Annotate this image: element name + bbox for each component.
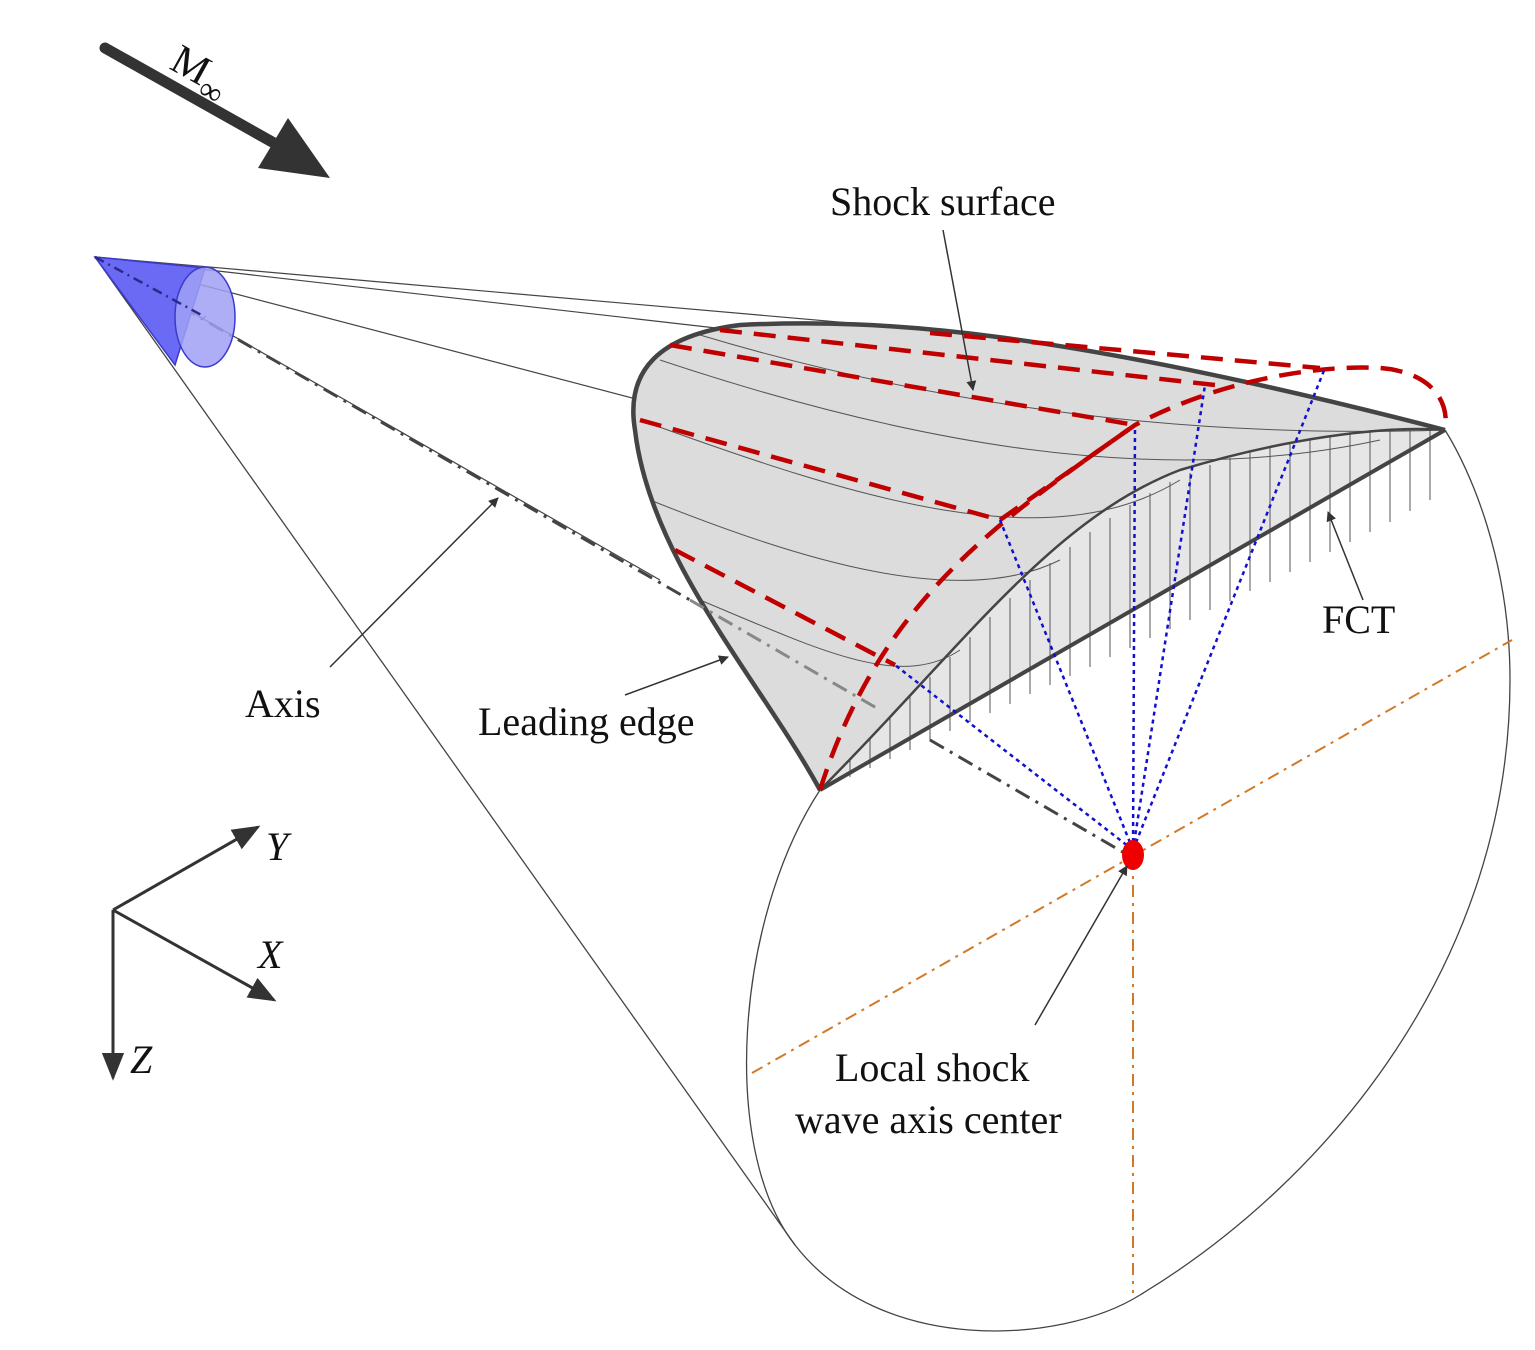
x-axis-arrow	[112, 908, 277, 1002]
annotation-arrows	[329, 229, 1364, 1026]
blue-dotted-rays	[894, 367, 1327, 851]
freestream-arrow	[99, 42, 330, 178]
fct-label: FCT	[1322, 597, 1395, 642]
fct-leader	[1326, 511, 1364, 601]
mach-label: M∞	[160, 37, 238, 113]
local-center-leader	[1034, 865, 1128, 1026]
coordinate-axes	[101, 825, 277, 1081]
leading-edge-label: Leading edge	[478, 699, 695, 744]
leading-edge-leader	[624, 655, 729, 696]
fct-lower-edge	[819, 428, 1446, 792]
surface-streamlines	[639, 334, 1446, 667]
y-axis-arrow	[112, 825, 261, 912]
local-center-dot	[1122, 840, 1144, 870]
leading-edge-outline	[631, 321, 1446, 792]
shock-surface-leader	[942, 229, 977, 391]
mach-cone-outline	[94, 256, 1511, 1332]
y-axis-label: Y	[266, 824, 292, 869]
fct-curve	[819, 427, 1446, 791]
local-center-label-line1: Local shock	[835, 1045, 1029, 1090]
local-center-label-line2: wave axis center	[795, 1097, 1062, 1142]
z-axis-label: Z	[130, 1037, 153, 1082]
axis-leader	[329, 497, 499, 668]
x-axis-label: X	[256, 932, 284, 977]
shock-surface-label: Shock surface	[830, 179, 1055, 224]
cone-body	[93, 255, 236, 368]
shock-surface	[631, 321, 1446, 792]
axis-label: Axis	[245, 681, 321, 726]
